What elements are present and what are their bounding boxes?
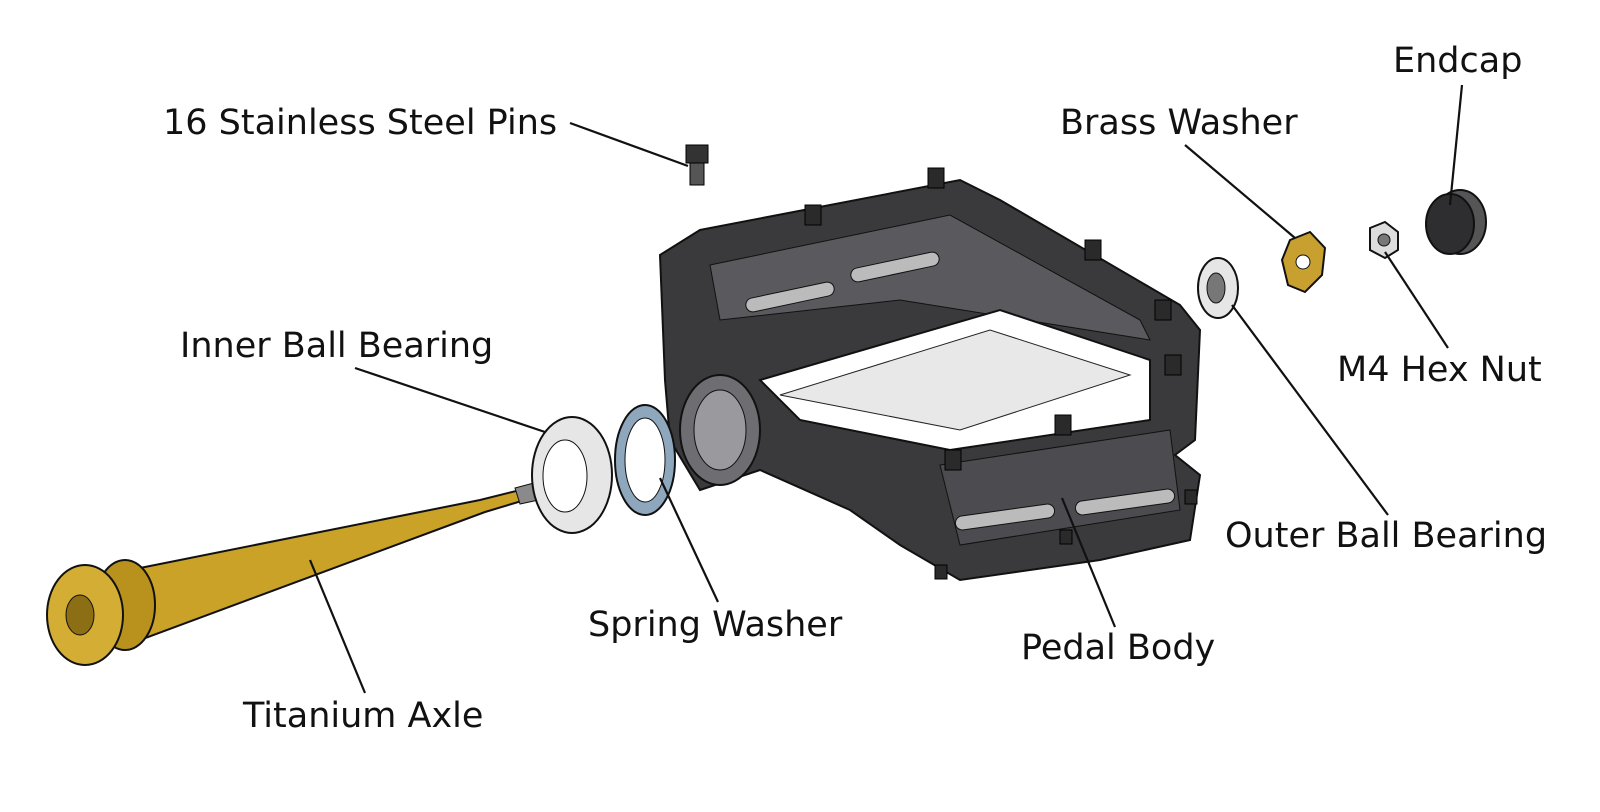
pedal-body bbox=[658, 167, 1202, 582]
label-pins: 16 Stainless Steel Pins bbox=[163, 103, 558, 143]
leader-axle bbox=[308, 559, 367, 694]
spring-washer bbox=[614, 404, 676, 516]
label-endcap: Endcap bbox=[1393, 41, 1523, 81]
label-spring-washer: Spring Washer bbox=[588, 605, 843, 645]
leader-lines bbox=[308, 84, 1464, 694]
label-pedal-body: Pedal Body bbox=[1021, 628, 1216, 668]
leader-pins bbox=[569, 121, 689, 168]
leader-inner-bearing bbox=[354, 366, 546, 434]
leader-pedal-body bbox=[1060, 497, 1117, 628]
label-brass-washer: Brass Washer bbox=[1060, 103, 1298, 143]
inner-ball-bearing bbox=[531, 416, 613, 534]
endcap bbox=[1425, 189, 1487, 255]
stainless-steel-pin bbox=[685, 144, 709, 186]
outer-ball-bearing bbox=[1197, 257, 1239, 319]
label-outer-bearing: Outer Ball Bearing bbox=[1225, 516, 1548, 556]
m4-hex-nut bbox=[1369, 220, 1399, 260]
leader-hex-nut bbox=[1384, 251, 1449, 349]
leader-endcap bbox=[1448, 84, 1464, 206]
label-hex-nut: M4 Hex Nut bbox=[1337, 350, 1542, 390]
leader-spring-washer bbox=[659, 477, 719, 603]
titanium-axle bbox=[46, 479, 549, 666]
brass-washer bbox=[1280, 230, 1327, 294]
label-inner-bearing: Inner Ball Bearing bbox=[180, 326, 494, 366]
leader-brass-washer bbox=[1184, 144, 1296, 239]
label-axle: Titanium Axle bbox=[243, 696, 484, 736]
leader-outer-bearing bbox=[1231, 304, 1389, 516]
